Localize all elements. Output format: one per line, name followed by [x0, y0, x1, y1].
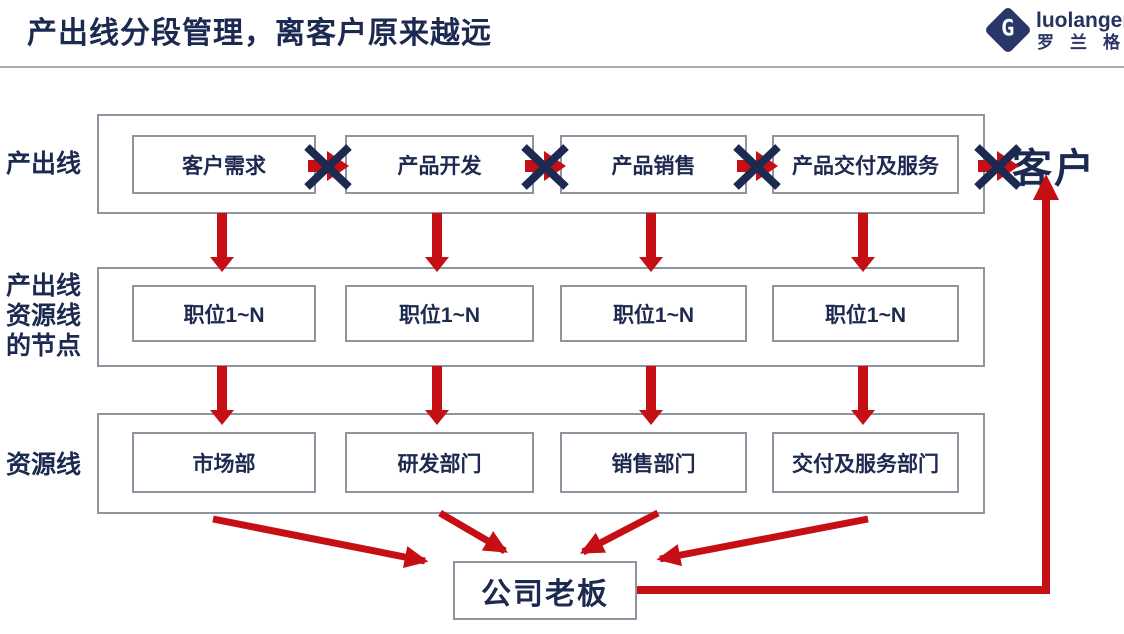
label-output-line: 产出线: [6, 150, 82, 178]
label-line-3: 的节点: [6, 332, 82, 360]
label-line-1: 产出线: [6, 272, 82, 300]
boss-box: 公司老板: [453, 561, 637, 620]
converging-arrows: [212, 509, 869, 569]
box-sales-dept: 销售部门: [560, 432, 747, 493]
logo-text: luolanger 罗兰格: [1036, 9, 1124, 54]
logo-brand-name-cn: 罗兰格: [1036, 32, 1120, 54]
header-divider: [0, 66, 1124, 68]
feedback-arrow-boss-to-customer: [637, 174, 1059, 594]
box-rnd-dept: 研发部门: [345, 432, 534, 493]
box-product-delivery-service: 产品交付及服务: [772, 135, 959, 194]
logo-diamond-icon: G: [983, 5, 1033, 55]
box-positions-2: 职位1~N: [345, 285, 534, 342]
box-marketing-dept: 市场部: [132, 432, 316, 493]
company-logo: G luolanger 罗兰格: [983, 5, 1124, 60]
box-positions-3: 职位1~N: [560, 285, 747, 342]
label-line-2: 资源线: [6, 302, 82, 330]
logo-brand-name: luolanger: [1036, 9, 1124, 32]
logo-monogram: G: [1001, 17, 1015, 42]
logo-cn-text: 罗兰格: [1037, 33, 1120, 53]
page-title: 产出线分段管理，离客户原来越远: [27, 17, 492, 50]
box-product-sales: 产品销售: [560, 135, 747, 194]
box-delivery-service-dept: 交付及服务部门: [772, 432, 959, 493]
customer-label: 客户: [1012, 147, 1096, 191]
down-arrows-row1: [210, 213, 875, 272]
label-output-resource-nodes: 产出线 资源线 的节点: [6, 271, 81, 361]
label-resource-line: 资源线: [6, 451, 82, 479]
box-positions-1: 职位1~N: [132, 285, 316, 342]
box-positions-4: 职位1~N: [772, 285, 959, 342]
box-customer-demand: 客户需求: [132, 135, 316, 194]
box-product-development: 产品开发: [345, 135, 534, 194]
